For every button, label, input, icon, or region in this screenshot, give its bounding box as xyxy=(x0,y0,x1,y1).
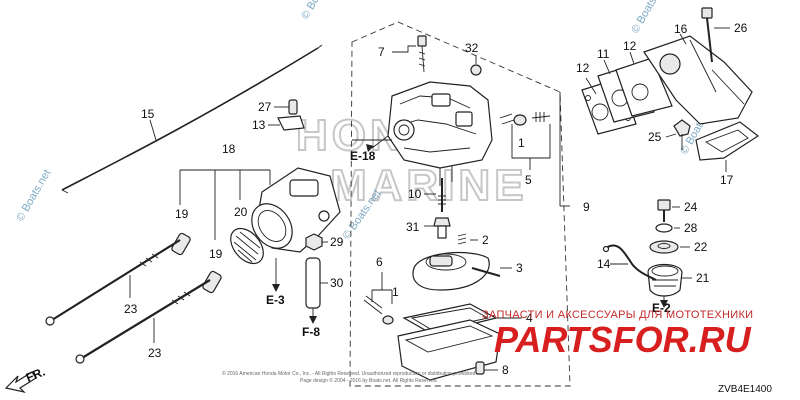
part-screw-6: 6 1 xyxy=(363,255,399,325)
callout-17: 17 xyxy=(720,173,734,187)
part-cap-21: 21 xyxy=(647,263,710,297)
callout-1-b: 1 xyxy=(392,285,399,299)
part-bracket-13-27: 27 13 xyxy=(252,99,305,132)
copyright-line-2: Page design © 2004 - 2016 by Boats.net. … xyxy=(300,377,438,384)
part-tube-30: 30 xyxy=(305,257,344,309)
callout-24: 24 xyxy=(684,200,698,214)
callout-2: 2 xyxy=(482,233,489,247)
callout-32: 32 xyxy=(465,41,479,55)
part-bolt-26: 26 xyxy=(701,7,748,63)
callout-19-a: 19 xyxy=(175,207,189,221)
part-washer-28: 28 xyxy=(655,221,698,235)
part-nut-29: 29 xyxy=(305,233,344,251)
callout-26: 26 xyxy=(734,21,748,35)
ref-e18-label: E-18 xyxy=(350,149,376,163)
callout-28: 28 xyxy=(684,221,698,235)
callout-23-a: 23 xyxy=(124,302,138,316)
part-sleeve-19b xyxy=(202,270,222,294)
callout-12-a: 12 xyxy=(576,61,590,75)
part-insulator-16: 16 xyxy=(643,22,753,125)
part-seal-22: 22 xyxy=(649,240,708,254)
part-float xyxy=(412,251,490,291)
boats-net-watermark-top: © Boats.net xyxy=(299,0,338,22)
diagram-code: ZVB4E1400 xyxy=(718,384,772,395)
partsfor-watermark: ЗАПЧАСТИ И АКСЕССУАРЫ ДЛЯ МОТОТЕХНИКИ PA… xyxy=(482,309,753,360)
ref-e2: E-2 xyxy=(652,296,671,315)
ref-e3-label: E-3 xyxy=(266,293,285,307)
boats-net-watermark-left: © Boats.net xyxy=(14,168,53,224)
brand-watermark-line2: MARINE xyxy=(330,161,528,210)
callout-23-b: 23 xyxy=(148,346,162,360)
part-screws-1-5: 1 5 xyxy=(499,112,551,187)
front-label: FR. xyxy=(24,365,47,385)
front-arrow: FR. xyxy=(4,365,47,394)
part-spring-2: 2 xyxy=(457,233,489,247)
part-group-18: 18 19 19 20 xyxy=(175,142,271,261)
callout-21: 21 xyxy=(696,271,710,285)
ref-e18: E-18 xyxy=(350,135,389,163)
callout-10: 10 xyxy=(408,187,422,201)
part-carburetor-body: 9 xyxy=(352,81,590,214)
part-screw-24: 24 xyxy=(657,199,698,222)
partsfor-subtitle: ЗАПЧАСТИ И АКСЕССУАРЫ ДЛЯ МОТОТЕХНИКИ xyxy=(482,309,753,321)
callout-30: 30 xyxy=(330,276,344,290)
callout-29: 29 xyxy=(330,235,344,249)
part-screw-10: 10 xyxy=(408,178,446,212)
ref-f8-label: F-8 xyxy=(302,325,320,339)
ref-e2-label: E-2 xyxy=(652,301,671,315)
callout-8: 8 xyxy=(502,363,509,377)
callout-13: 13 xyxy=(252,118,266,132)
callout-20: 20 xyxy=(234,205,248,219)
callout-1-a: 1 xyxy=(518,136,525,150)
part-screen-20 xyxy=(230,227,264,265)
callout-9: 9 xyxy=(583,200,590,214)
callout-19-b: 19 xyxy=(209,247,223,261)
partsfor-logo: PARTSFOR.RU xyxy=(494,319,752,360)
copyright-line-1: © 2016 American Honda Motor Co., Inc. - … xyxy=(222,370,477,377)
callout-16: 16 xyxy=(674,22,688,36)
assembly-boundary xyxy=(349,21,571,387)
part-pin-3: 3 xyxy=(471,261,523,277)
callout-3: 3 xyxy=(516,261,523,275)
callout-12-b: 12 xyxy=(623,39,637,53)
callout-22: 22 xyxy=(694,240,708,254)
callout-4: 4 xyxy=(526,311,533,325)
callout-31: 31 xyxy=(406,220,420,234)
part-screw-8: 8 xyxy=(484,363,509,377)
callout-25: 25 xyxy=(648,130,662,144)
callout-11: 11 xyxy=(597,47,610,61)
part-intake-elbow-18 xyxy=(251,167,341,253)
callout-15: 15 xyxy=(141,107,155,121)
part-screw-7: 7 xyxy=(378,35,427,73)
ref-e3: E-3 xyxy=(266,258,285,307)
part-float-bowl xyxy=(397,319,501,381)
callout-18: 18 xyxy=(222,142,236,156)
ref-f8: F-8 xyxy=(302,308,320,339)
part-rods-23: 23 23 xyxy=(45,239,211,364)
part-sleeve-19a xyxy=(171,232,191,256)
callout-5: 5 xyxy=(525,173,532,187)
part-cable-15: 15 xyxy=(61,44,323,194)
callout-6: 6 xyxy=(376,255,383,269)
part-plug-32: 32 xyxy=(465,41,482,76)
callout-7: 7 xyxy=(378,45,385,59)
part-gasket-4: 4 xyxy=(402,303,533,335)
part-bolt-25: 25 xyxy=(648,119,691,150)
part-jet-31: 31 xyxy=(406,217,451,239)
part-gasket-17: 17 xyxy=(695,121,760,187)
part-wire-14: 14 xyxy=(597,244,657,281)
callout-27: 27 xyxy=(258,100,272,114)
callout-14: 14 xyxy=(597,257,611,271)
boats-net-watermark-right: © Boats.net xyxy=(629,0,668,35)
